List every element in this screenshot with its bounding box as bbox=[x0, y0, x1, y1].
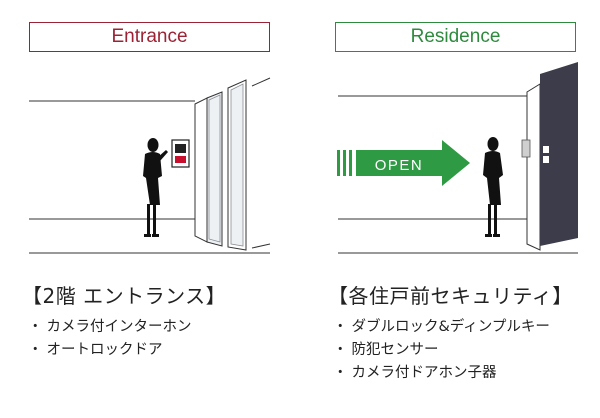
list-item: オートロックドア bbox=[28, 339, 192, 362]
residence-scene: OPEN bbox=[337, 62, 578, 254]
lock-upper-icon bbox=[543, 146, 549, 153]
residence-heading: 【各住戸前セキュリティ】 bbox=[328, 284, 573, 308]
person-silhouette-residence bbox=[483, 137, 503, 237]
entrance-label-text: Entrance bbox=[111, 26, 188, 47]
entry-door bbox=[540, 62, 578, 246]
auto-lock-door bbox=[194, 77, 271, 251]
person-silhouette-entrance bbox=[143, 138, 168, 237]
entrance-label: Entrance bbox=[29, 22, 270, 52]
residence-label: Residence bbox=[335, 22, 576, 52]
camera-intercom bbox=[171, 139, 190, 168]
entrance-feature-list: カメラ付インターホン オートロックドア bbox=[28, 316, 192, 362]
residence-label-text: Residence bbox=[410, 26, 501, 47]
list-item: カメラ付インターホン bbox=[28, 316, 192, 339]
open-arrow: OPEN bbox=[337, 140, 470, 186]
entrance-heading: 【2階 エントランス】 bbox=[22, 284, 227, 308]
open-arrow-text: OPEN bbox=[375, 157, 424, 174]
list-item: 防犯センサー bbox=[333, 339, 550, 362]
list-item: ダブルロック&ディンプルキー bbox=[333, 316, 550, 339]
door-intercom bbox=[521, 139, 531, 158]
door-frame bbox=[526, 83, 541, 251]
entrance-scene bbox=[29, 77, 271, 254]
list-item: カメラ付ドアホン子器 bbox=[333, 362, 550, 385]
residence-feature-list: ダブルロック&ディンプルキー 防犯センサー カメラ付ドアホン子器 bbox=[333, 316, 550, 385]
lock-lower-icon bbox=[543, 156, 549, 163]
